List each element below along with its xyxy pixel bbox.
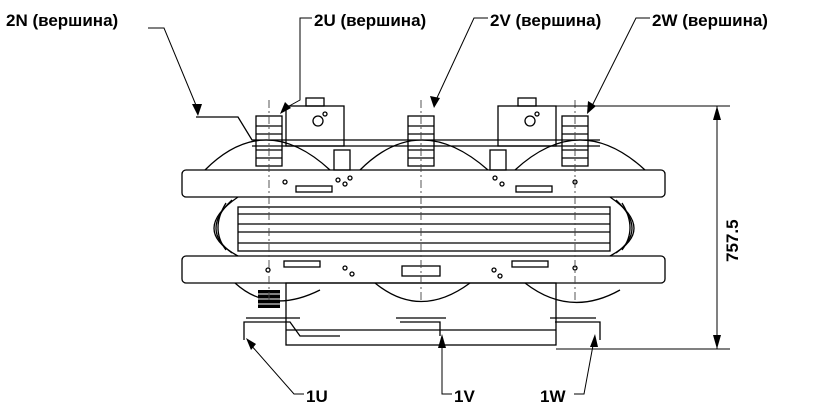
leader-2u <box>281 17 312 111</box>
upper-busbar <box>196 116 600 141</box>
core-window <box>237 206 611 252</box>
leader-2w <box>589 17 650 111</box>
label-2v: 2V (вершина) <box>490 11 602 30</box>
leader-2n <box>148 27 199 111</box>
lower-yoke-beam <box>181 255 666 284</box>
label-2w: 2W (вершина) <box>652 11 768 30</box>
leader-2v <box>435 17 488 101</box>
leader-1u <box>249 343 304 395</box>
label-1v: 1V <box>454 387 475 406</box>
lower-busbar-1w <box>555 321 601 340</box>
label-1w: 1W <box>540 387 566 406</box>
label-2n: 2N (вершина) <box>6 11 119 30</box>
height-dimension-value: 757.5 <box>723 219 742 262</box>
upper-yoke-beam <box>181 169 666 198</box>
coil-bottom-v <box>374 282 471 302</box>
label-2u: 2U (вершина) <box>314 11 427 30</box>
lower-busbar-1u <box>243 321 340 340</box>
lower-busbar-1v <box>400 321 441 336</box>
leader-1v <box>441 340 452 395</box>
coil-bottom-w <box>524 282 621 304</box>
leader-1w <box>574 339 595 395</box>
label-1u: 1U <box>306 387 328 406</box>
